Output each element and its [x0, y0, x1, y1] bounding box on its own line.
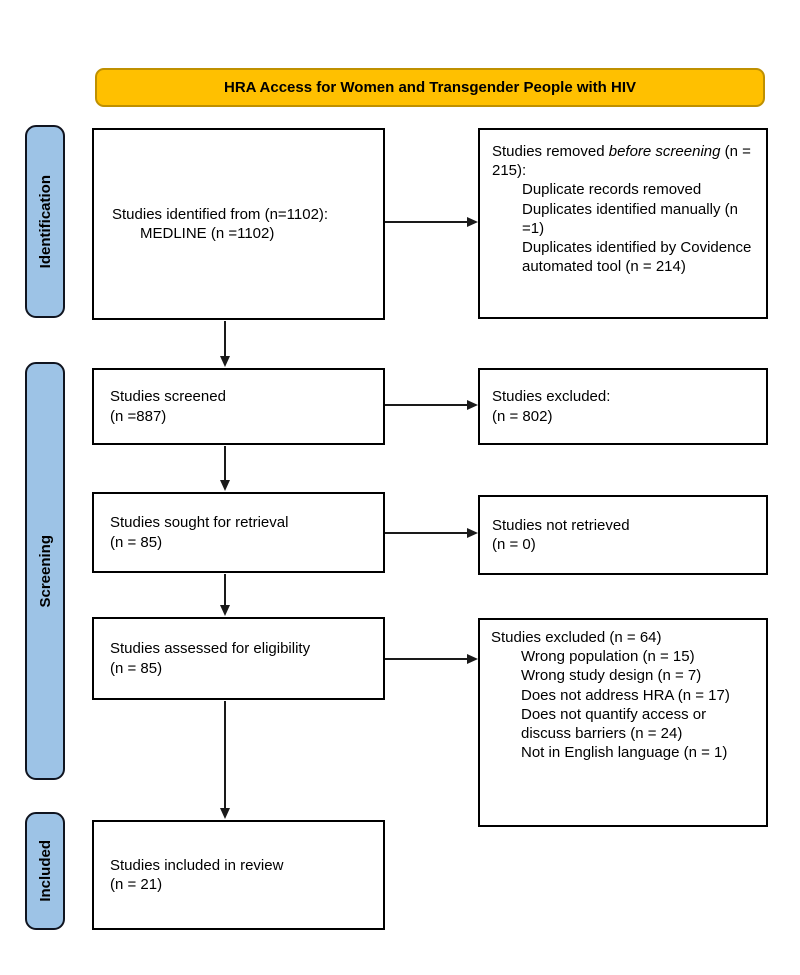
studies-sought-line2: (n = 85) — [110, 533, 163, 551]
removed-header-suffix: (n = 215): — [492, 143, 751, 180]
box-studies-included: Studies included in review (n = 21) — [92, 820, 385, 930]
stage-label-identification: Identification — [25, 125, 65, 318]
removed-header-italic: before screening — [608, 143, 721, 160]
studies-identified-line1: Studies identified from (n=1102): — [112, 205, 329, 223]
arrow-screened-to-excluded — [385, 400, 478, 410]
studies-identified-line2: MEDLINE (n =1102) — [140, 225, 275, 242]
stage-label-included: Included — [25, 812, 65, 930]
studies-assessed-line1: Studies assessed for eligibility — [110, 640, 311, 658]
removed-before-screening-header: Studies removed before screening (n = 21… — [492, 142, 756, 180]
studies-screened-line2: (n =887) — [110, 407, 167, 425]
box-studies-removed-before-screening: Studies removed before screening (n = 21… — [478, 128, 768, 319]
list-item: Does not quantify access or discuss barr… — [521, 705, 707, 742]
stage-label-included-text: Included — [36, 840, 54, 902]
list-item: Wrong population (n = 15) — [521, 648, 695, 666]
list-item: Wrong study design (n = 7) — [521, 667, 702, 685]
box-studies-screened: Studies screened (n =887) — [92, 368, 385, 445]
studies-sought-line1: Studies sought for retrieval — [110, 514, 289, 532]
arrow-sought-to-not-retrieved — [385, 528, 478, 538]
stage-label-screening-text: Screening — [36, 534, 54, 608]
list-item: Does not address HRA (n = 17) — [521, 686, 730, 704]
studies-screened-line1: Studies screened — [110, 388, 226, 406]
studies-included-line1: Studies included in review — [110, 856, 284, 874]
studies-included-line2: (n = 21) — [110, 876, 163, 893]
arrow-identified-to-removed — [385, 217, 478, 227]
box-studies-excluded-eligibility: Studies excluded (n = 64) Wrong populati… — [478, 618, 768, 827]
box-studies-sought: Studies sought for retrieval (n = 85) — [92, 492, 385, 573]
box-studies-identified: Studies identified from (n=1102): MEDLIN… — [92, 128, 385, 320]
box-studies-assessed: Studies assessed for eligibility (n = 85… — [92, 617, 385, 700]
box-studies-excluded-screening: Studies excluded: (n = 802) — [478, 368, 768, 445]
list-item: Duplicate records removed — [522, 181, 702, 199]
stage-label-identification-text: Identification — [36, 174, 54, 269]
removed-before-screening-list: Duplicate records removed Duplicates ide… — [492, 180, 756, 276]
studies-excluded-line1: Studies excluded: — [492, 388, 611, 406]
removed-header-prefix: Studies removed — [492, 143, 609, 160]
list-item: Duplicates identified manually (n =1) — [522, 200, 738, 237]
excluded-eligibility-header: Studies excluded (n = 64) — [491, 629, 662, 646]
arrow-assessed-to-included — [220, 701, 230, 819]
box-studies-not-retrieved: Studies not retrieved (n = 0) — [478, 495, 768, 575]
arrow-identified-to-screened — [220, 321, 230, 367]
arrow-screened-to-sought — [220, 446, 230, 491]
studies-excluded-line2: (n = 802) — [492, 407, 553, 425]
list-item: Duplicates identified by Covidence autom… — [522, 238, 752, 276]
list-item: Not in English language (n = 1) — [521, 744, 728, 762]
studies-not-retrieved-line1: Studies not retrieved — [492, 516, 630, 534]
stage-label-screening: Screening — [25, 362, 65, 780]
studies-not-retrieved-line2: (n = 0) — [492, 536, 536, 553]
arrow-sought-to-assessed — [220, 574, 230, 616]
studies-assessed-line2: (n = 85) — [110, 659, 163, 677]
excluded-eligibility-list: Wrong population (n = 15) Wrong study de… — [491, 647, 758, 762]
arrow-assessed-to-excluded-eligibility — [385, 654, 478, 664]
diagram-title: HRA Access for Women and Transgender Peo… — [95, 68, 765, 107]
